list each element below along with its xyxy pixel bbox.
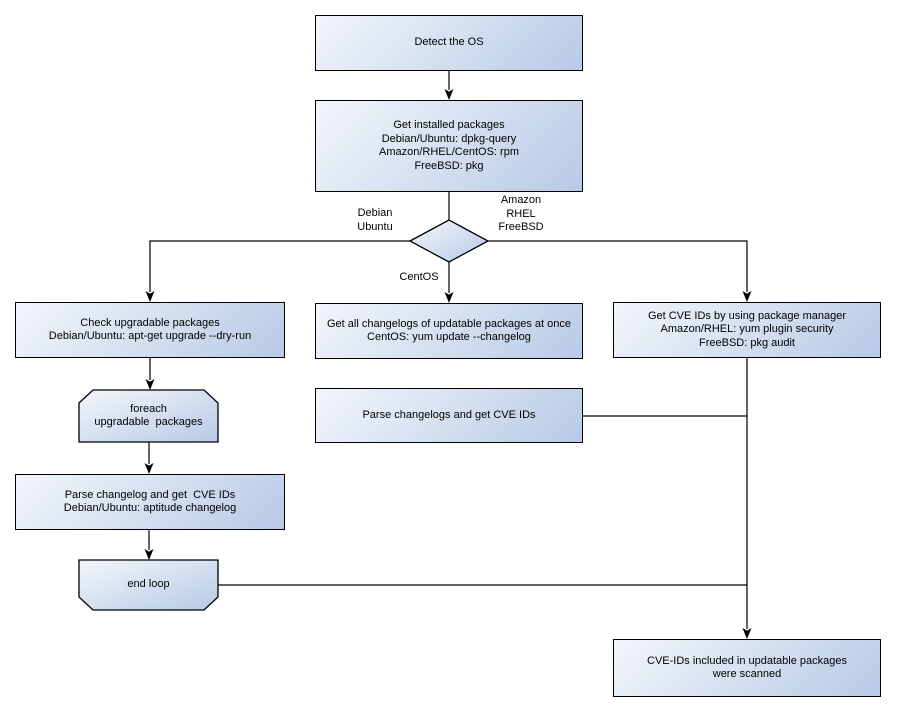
end-loop-label: end loop [127,578,170,591]
arrowhead-mid-branch [444,292,454,303]
edge-label-centos: CentOS [399,271,439,283]
edge-decision-to-right [488,240,748,292]
edge-label-debian-ubuntu: Debian Ubuntu [357,207,393,233]
arrowhead-installed [444,89,454,100]
foreach-loop-label: foreach upgradable packages [94,402,203,429]
node-get-all-changelogs: Get all changelogs of updatable packages… [315,303,583,359]
node-get-installed-packages: Get installed packages Debian/Ubuntu: dp… [315,100,583,192]
end-loop-shape [78,559,219,611]
foreach-loop-shape [78,389,219,443]
node-parse-changelog-left: Parse changelog and get CVE IDs Debian/U… [15,474,285,530]
os-decision-diamond [408,219,490,263]
arrowhead-left-branch [145,291,155,302]
node-detect-os: Detect the OS [315,15,583,71]
arrowhead-parse-left [144,463,154,474]
connectors [144,71,752,639]
arrowhead-right-branch [742,291,752,302]
node-parse-changelogs-mid: Parse changelogs and get CVE IDs [315,388,583,443]
node-get-cve-ids-right: Get CVE IDs by using package manager Ama… [613,302,881,358]
arrowhead-endloop [144,549,154,560]
node-scanned-result: CVE-IDs included in updatable packages w… [613,639,881,697]
edge-decision-to-left [149,240,410,292]
node-check-upgradable-packages: Check upgradable packages Debian/Ubuntu:… [15,302,285,358]
arrowhead-foreach [145,379,155,390]
edge-label-amazon-rhel-freebsd: Amazon RHEL FreeBSD [498,194,544,233]
arrowhead-result [742,628,752,639]
